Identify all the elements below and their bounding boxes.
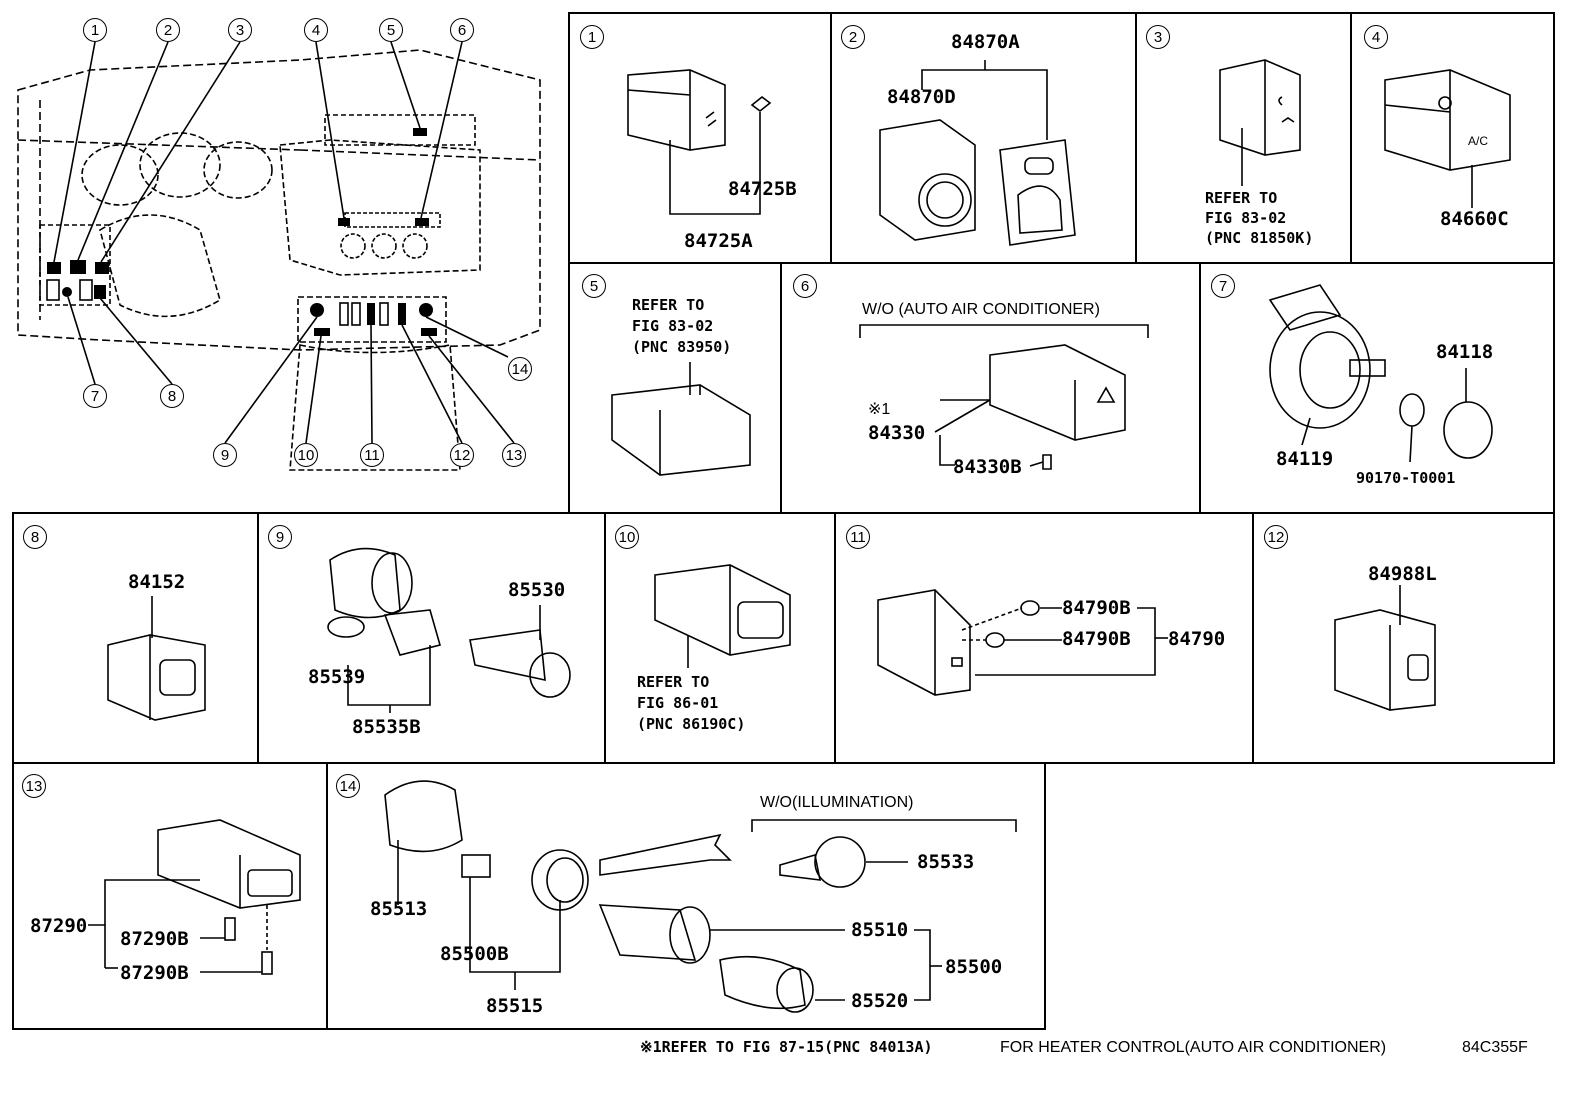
condition-note: W/O(ILLUMINATION) [760, 794, 914, 811]
panel-1 [568, 12, 832, 264]
part-drawing-4 [1384, 69, 1511, 208]
part-label[interactable]: 84790B [1062, 597, 1131, 619]
part-label[interactable]: 85539 [308, 666, 366, 688]
panel-number-6: 6 [793, 274, 817, 298]
panel-number-9: 9 [268, 525, 292, 549]
part-drawing-13 [88, 819, 301, 975]
panel-number-11: 11 [846, 525, 870, 549]
part-drawing-8 [107, 596, 206, 721]
part-label[interactable]: 87290B [120, 928, 189, 950]
part-drawing-3 [1219, 59, 1301, 186]
part-label[interactable]: 84152 [128, 571, 186, 593]
part-label[interactable]: 84118 [1436, 341, 1494, 363]
overview-callout-1[interactable]: 1 [83, 18, 107, 42]
part-label[interactable]: 85515 [486, 995, 544, 1017]
part-label[interactable]: 84725A [684, 230, 753, 252]
refer-line: (PNC 83950) [632, 338, 732, 356]
panel-13 [12, 762, 328, 1030]
footer-note: FOR HEATER CONTROL(AUTO AIR CONDITIONER) [1000, 1039, 1387, 1056]
part-label[interactable]: 85513 [370, 898, 428, 920]
overview-callout-7[interactable]: 7 [83, 384, 107, 408]
part-drawing-11 [877, 589, 1168, 696]
part-label[interactable]: 85535B [352, 716, 421, 738]
part-drawing-6 [859, 324, 1149, 470]
panel-12 [1252, 512, 1555, 764]
part-drawing-1 [627, 69, 772, 215]
part-drawing-9 [327, 547, 571, 713]
part-label[interactable]: 84119 [1276, 448, 1334, 470]
part-label[interactable]: 87290 [30, 915, 88, 937]
part-label[interactable]: 84870A [951, 31, 1020, 53]
refer-line: (PNC 81850K) [1205, 229, 1314, 247]
part-drawing-14 [384, 780, 1017, 1013]
part-drawing-12 [1334, 585, 1436, 711]
panel-number-8: 8 [23, 525, 47, 549]
part-label[interactable]: 84790B [1062, 628, 1131, 650]
part-label[interactable]: 85510 [851, 919, 909, 941]
footnote-mark: ※1 [868, 401, 891, 418]
part-label[interactable]: 84725B [728, 178, 797, 200]
overview-callout-2[interactable]: 2 [156, 18, 180, 42]
figure-code: 84C355F [1462, 1039, 1528, 1056]
part-label[interactable]: 90170-T0001 [1356, 469, 1456, 487]
dashboard-overview-drawing [17, 41, 541, 471]
panel-number-7: 7 [1211, 274, 1235, 298]
part-label[interactable]: 85530 [508, 579, 566, 601]
panel-number-12: 12 [1264, 525, 1288, 549]
overview-callout-12[interactable]: 12 [450, 443, 474, 467]
panel-number-1: 1 [580, 25, 604, 49]
panel-number-5: 5 [582, 274, 606, 298]
panel-number-14: 14 [336, 774, 360, 798]
panel-number-13: 13 [22, 774, 46, 798]
overview-callout-14[interactable]: 14 [508, 357, 532, 381]
part-label[interactable]: 84988L [1368, 563, 1437, 585]
overview-callout-8[interactable]: 8 [160, 384, 184, 408]
part-label[interactable]: 85533 [917, 851, 975, 873]
part-label[interactable]: 87290B [120, 962, 189, 984]
refer-line: REFER TO [1205, 189, 1278, 207]
part-label[interactable]: 84330B [953, 456, 1022, 478]
part-label[interactable]: 85500 [945, 956, 1003, 978]
part-drawing-2 [879, 60, 1076, 246]
overview-callout-11[interactable]: 11 [360, 443, 384, 467]
part-label[interactable]: 84660C [1440, 208, 1509, 230]
condition-note: W/O (AUTO AIR CONDITIONER) [862, 301, 1100, 318]
overview-callout-4[interactable]: 4 [304, 18, 328, 42]
refer-line: REFER TO [637, 673, 710, 691]
refer-line: FIG 83-02 [632, 317, 714, 335]
footer-reference: ※1REFER TO FIG 87-15(PNC 84013A) [640, 1038, 933, 1056]
overview-callout-9[interactable]: 9 [213, 443, 237, 467]
refer-line: (PNC 86190C) [637, 715, 746, 733]
part-label[interactable]: 84330 [868, 422, 926, 444]
panel-number-4: 4 [1364, 25, 1388, 49]
part-label[interactable]: 85500B [440, 943, 509, 965]
panel-14 [326, 762, 1046, 1030]
panel-number-2: 2 [841, 25, 865, 49]
part-label[interactable]: 85520 [851, 990, 909, 1012]
refer-line: FIG 83-02 [1205, 209, 1287, 227]
part-drawing-5 [611, 362, 751, 476]
part-drawing-10 [654, 564, 791, 668]
refer-line: REFER TO [632, 296, 705, 314]
overview-callout-3[interactable]: 3 [228, 18, 252, 42]
panel-9 [257, 512, 606, 764]
panel-number-3: 3 [1146, 25, 1170, 49]
panel-number-10: 10 [615, 525, 639, 549]
part-label[interactable]: 84870D [887, 86, 956, 108]
overview-callout-5[interactable]: 5 [379, 18, 403, 42]
part-label[interactable]: 84790 [1168, 628, 1226, 650]
panel-8 [12, 512, 259, 764]
overview-callout-6[interactable]: 6 [450, 18, 474, 42]
overview-callout-13[interactable]: 13 [502, 443, 526, 467]
ac-button-text: A/C [1468, 134, 1489, 148]
refer-line: FIG 86-01 [637, 694, 719, 712]
overview-callout-10[interactable]: 10 [294, 443, 318, 467]
part-drawing-7 [1268, 284, 1493, 463]
